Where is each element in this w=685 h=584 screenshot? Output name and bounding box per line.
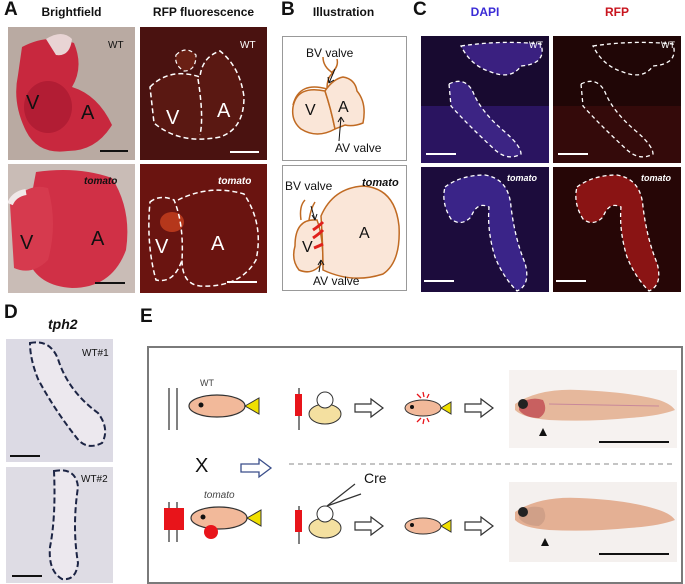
- tomato-tag: tomato: [84, 176, 118, 187]
- heart-tomato-brightfield: [8, 170, 128, 288]
- ventricle-label: V: [155, 236, 169, 258]
- brightfield-wt-image: V A WT: [8, 27, 135, 160]
- tomato-tag: tomato: [218, 176, 252, 187]
- illustration-tomato-box: BV valve tomato V A AV valve: [282, 165, 407, 291]
- scale-bar: [556, 280, 586, 282]
- panel-a-label: A: [4, 0, 18, 20]
- scale-bar: [227, 281, 257, 283]
- dapi-wt-image: WT: [421, 36, 549, 163]
- heart-tomato-outline: [140, 164, 267, 293]
- atrium-label: A: [359, 225, 370, 242]
- scale-bar: [558, 153, 588, 155]
- wt-tag: WT: [108, 40, 124, 51]
- atrium-label: A: [217, 100, 231, 122]
- panel-e-box: WT X tomato Cre: [147, 346, 683, 584]
- wt2-tag: WT#2: [81, 474, 108, 485]
- rfp-wt-image: V A WT: [140, 27, 267, 160]
- panel-c-title-rfp: RFP: [605, 5, 629, 19]
- panel-c-label: C: [413, 0, 427, 20]
- ventricle-label: V: [26, 92, 40, 114]
- tomato-tag: tomato: [507, 173, 537, 183]
- panel-d-title: tph2: [48, 316, 78, 332]
- bv-valve-label: BV valve: [285, 179, 333, 193]
- tomato-tag: tomato: [641, 173, 671, 183]
- atrium-label: A: [211, 233, 225, 255]
- scale-bar: [426, 153, 456, 155]
- rfp-tomato-image: V A tomato: [140, 164, 267, 293]
- dapi-tomato-image: tomato: [421, 167, 549, 292]
- adult-fish-bottom: [515, 497, 675, 555]
- tomato-fish-label: tomato: [204, 490, 235, 501]
- panel-d-label: D: [4, 302, 18, 323]
- atrium-label: A: [91, 228, 105, 250]
- adult-fish-top: [515, 389, 675, 443]
- rfp-wt-tissue: [553, 36, 681, 163]
- heart-wt-illustration: [291, 56, 365, 142]
- wt-tag: WT: [529, 40, 543, 50]
- av-valve-label: AV valve: [335, 141, 382, 155]
- scale-bar: [95, 282, 125, 284]
- wt1-tag: WT#1: [82, 348, 109, 359]
- heart-wt-brightfield: [16, 34, 113, 152]
- crossing-schematic: [164, 388, 675, 544]
- ventricle-label: V: [305, 102, 316, 119]
- atrium-label: A: [338, 99, 349, 116]
- dapi-wt-tissue: [421, 36, 549, 163]
- panel-b-label: B: [281, 0, 295, 20]
- panel-a-title-brightfield: Brightfield: [41, 5, 102, 19]
- scale-bar: [10, 455, 40, 457]
- fish-photo-bottom: [509, 482, 677, 562]
- scale-bar: [12, 575, 42, 577]
- scale-bar: [230, 151, 259, 153]
- tph2-wt2-tissue: [6, 467, 113, 583]
- av-valve-label: AV valve: [313, 274, 360, 288]
- brightfield-tomato-image: V A tomato: [8, 164, 135, 293]
- dapi-tomato-tissue: [421, 167, 549, 292]
- heart-tomato-illustration: [292, 185, 400, 279]
- panel-e-label: E: [140, 306, 153, 327]
- wt-fish-label: WT: [200, 378, 214, 388]
- tomato-tag: tomato: [362, 177, 399, 189]
- panel-c-title-dapi: DAPI: [470, 5, 500, 19]
- ventricle-label: V: [166, 107, 180, 129]
- tph2-wt2-image: WT#2: [6, 467, 113, 583]
- panel-b-title: Illustration: [312, 5, 375, 19]
- atrium-label: A: [81, 102, 95, 124]
- panel-a-title-rfp: RFP fluorescence: [152, 5, 255, 19]
- scale-bar: [424, 280, 454, 282]
- heart-wt-outline: [140, 27, 267, 160]
- scale-bar: [100, 150, 128, 152]
- bv-valve-label: BV valve: [306, 46, 354, 60]
- ventricle-label: V: [20, 232, 34, 254]
- fish-photo-top: [509, 370, 677, 448]
- wt-tag: WT: [240, 40, 256, 51]
- cross-symbol: X: [195, 455, 209, 477]
- rfp-c-tomato-image: tomato: [553, 167, 681, 292]
- tph2-wt1-tissue: [6, 339, 113, 462]
- ventricle-label: V: [302, 239, 313, 256]
- cre-label: Cre: [364, 470, 387, 486]
- rfp-tomato-tissue: [553, 167, 681, 292]
- rfp-c-wt-image: WT: [553, 36, 681, 163]
- wt-tag: WT: [661, 40, 675, 50]
- illustration-wt-box: BV valve V A AV valve: [282, 36, 407, 161]
- tph2-wt1-image: WT#1: [6, 339, 113, 462]
